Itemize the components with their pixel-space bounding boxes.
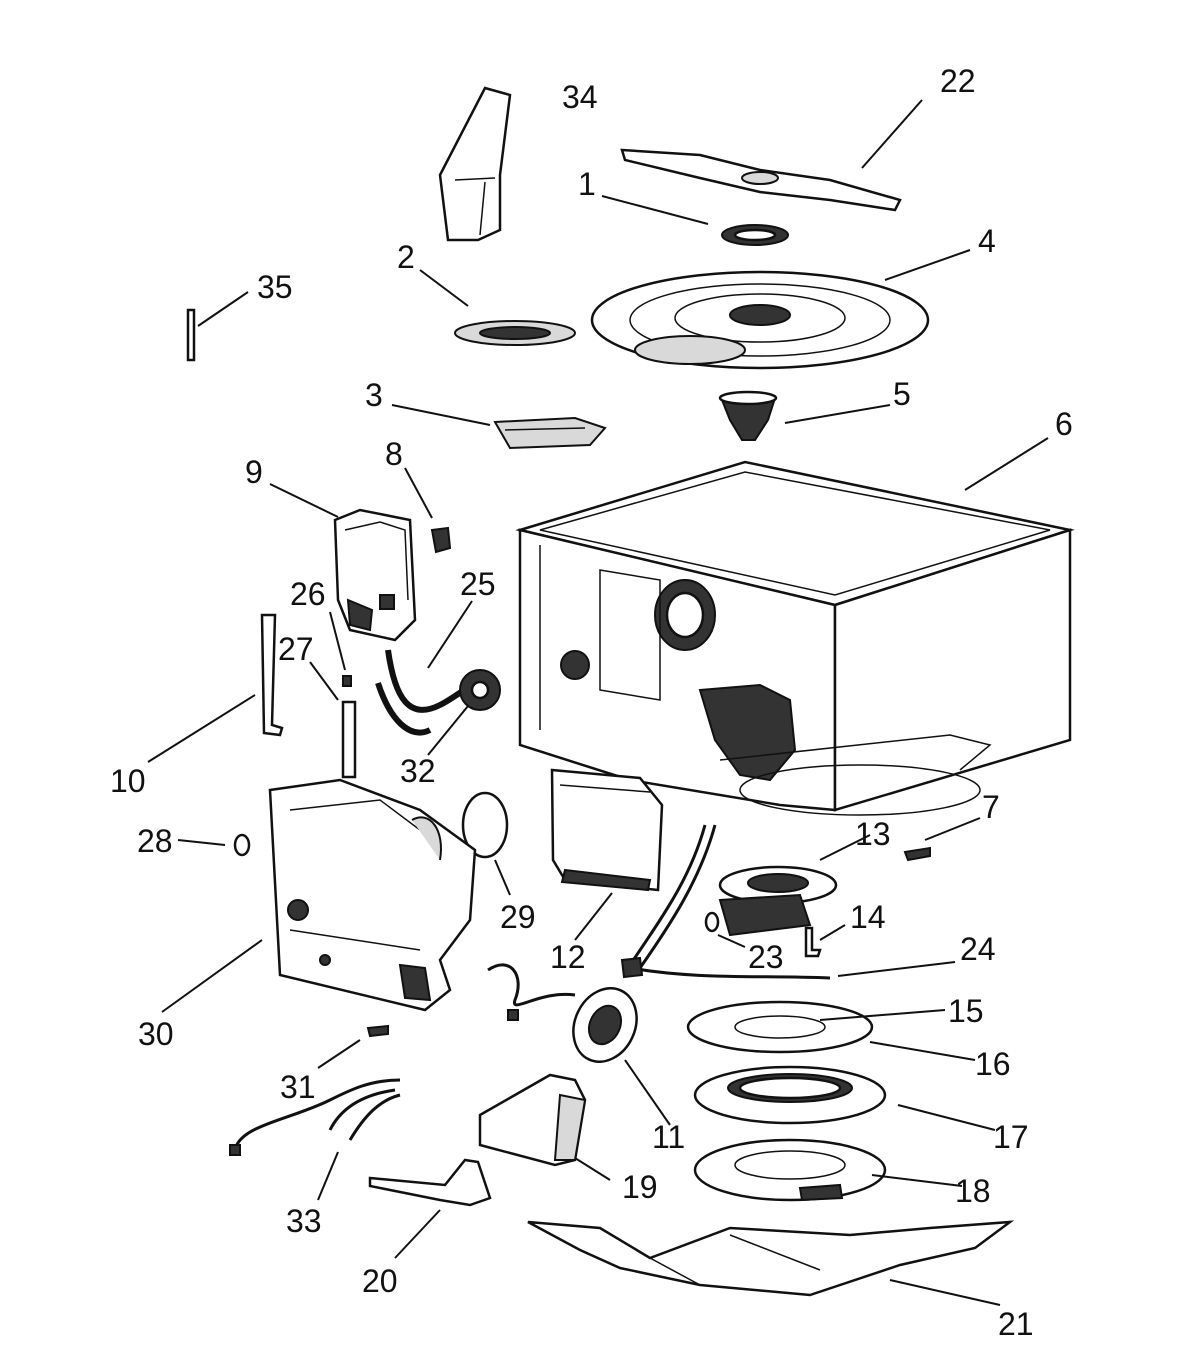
part-10-bracket [260, 613, 284, 737]
callout-26: 26 [290, 576, 326, 612]
callout-21: 21 [998, 1306, 1034, 1342]
callout-29: 29 [500, 899, 536, 935]
callout-2: 2 [397, 239, 415, 275]
part-32-wheel [459, 669, 501, 711]
callout-17: 17 [993, 1119, 1029, 1155]
callout-33: 33 [286, 1203, 322, 1239]
callout-20: 20 [362, 1263, 398, 1299]
callout-8: 8 [385, 436, 403, 472]
callout-10: 10 [110, 763, 146, 799]
callout-15: 15 [948, 993, 984, 1029]
part-26-clip [342, 675, 352, 687]
callout-35: 35 [257, 269, 293, 305]
callout-12: 12 [550, 939, 586, 975]
part-13-pump-motor [718, 865, 838, 937]
callout-13: 13 [855, 816, 891, 852]
part-1-ring [721, 224, 789, 246]
part-9-diverter-module [333, 508, 417, 642]
callout-18: 18 [955, 1173, 991, 1209]
part-31-clip [366, 1024, 389, 1038]
callout-11: 11 [652, 1119, 685, 1155]
part-23-oring [704, 911, 720, 933]
callout-27: 27 [278, 631, 314, 667]
part-17-ring [693, 1065, 887, 1125]
part-2-oval-cap [454, 320, 576, 346]
callout-34: 34 [562, 79, 598, 115]
part-7-clip [903, 846, 931, 862]
part-27-tube [341, 700, 357, 779]
part-11-fan [487, 963, 638, 1063]
callout-22: 22 [940, 63, 976, 99]
callout-19: 19 [622, 1169, 658, 1205]
callout-6: 6 [1055, 406, 1073, 442]
callout-32: 32 [400, 753, 436, 789]
callout-23: 23 [748, 939, 784, 975]
callout-4: 4 [978, 223, 996, 259]
callout-25: 25 [460, 566, 496, 602]
callout-9: 9 [245, 454, 263, 490]
leader-lines [147, 99, 1049, 1306]
part-15-gasket [686, 1000, 874, 1054]
part-22-upper-spray-arm [620, 148, 902, 212]
callout-labels: 1 2 3 4 5 6 7 8 9 10 11 12 13 14 15 16 1… [110, 63, 1073, 1342]
part-21-base-frame [527, 1220, 1015, 1297]
part-19-duct [478, 1073, 587, 1167]
part-14-fitting [804, 926, 822, 958]
callout-16: 16 [975, 1046, 1011, 1082]
part-6-tub [515, 460, 1075, 816]
part-20-bracket [368, 1158, 492, 1207]
callout-14: 14 [850, 899, 886, 935]
part-33-wire-harness [229, 1078, 401, 1156]
part-12-control-board [550, 768, 664, 892]
part-24-wire-harness [620, 824, 831, 980]
callout-30: 30 [138, 1016, 174, 1052]
part-3-filter-housing [493, 416, 607, 450]
part-29-gasket [461, 791, 509, 859]
callout-31: 31 [280, 1069, 316, 1105]
part-5-impeller [718, 390, 778, 441]
callout-24: 24 [960, 931, 996, 967]
part-18-base-plate [693, 1138, 887, 1202]
part-8-connector [430, 526, 452, 554]
callout-5: 5 [893, 376, 911, 412]
part-4-filter-plate [590, 270, 930, 370]
callout-28: 28 [137, 823, 173, 859]
part-35-clip [186, 308, 196, 362]
part-30-sump-assembly [268, 778, 477, 1012]
callout-7: 7 [982, 789, 1000, 825]
callout-1: 1 [578, 166, 596, 202]
part-34-cup [438, 86, 512, 242]
callout-3: 3 [365, 377, 383, 413]
part-28-oring [233, 833, 251, 857]
